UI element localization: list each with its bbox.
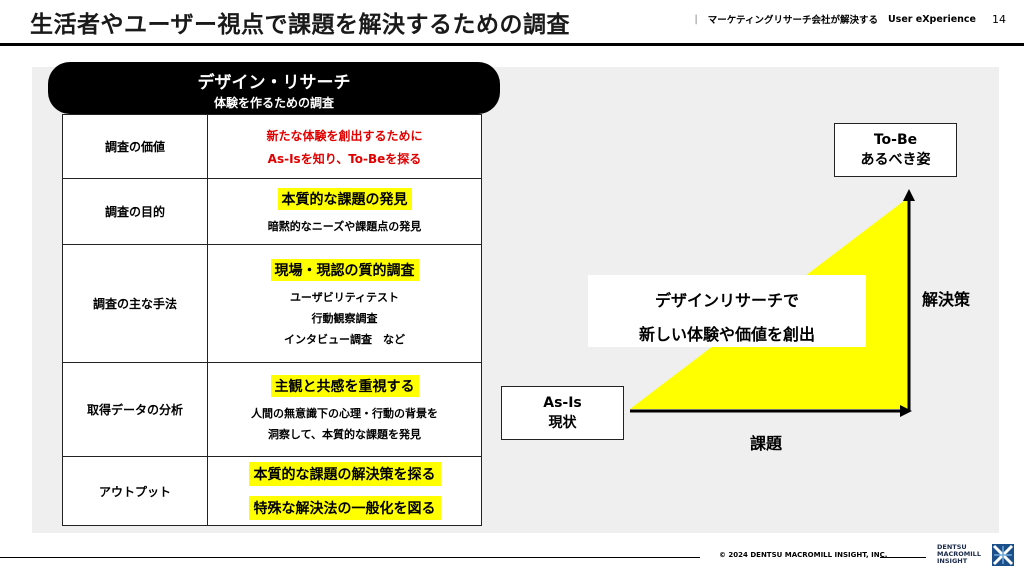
y-axis-label: 解決策: [922, 290, 971, 309]
page-title: 生活者やユーザー視点で課題を解決するための調査: [30, 12, 571, 38]
design-research-subtitle: 体験を作るための調査: [213, 96, 334, 110]
logo-line: MACROMILL: [937, 550, 981, 558]
logo-line: DENTSU: [937, 543, 967, 551]
row-label: 調査の主な手法: [62, 244, 208, 363]
row-label: 調査の目的: [62, 178, 208, 245]
value-line: 人間の無意識下の心理・行動の背景を: [251, 407, 438, 420]
value-line: 行動観察調査: [311, 311, 378, 325]
table-row: 調査の価値 新たな体験を創出するために As-Isを知り、To-Beを探る: [62, 114, 482, 179]
value-line: ユーザビリティテスト: [289, 290, 400, 304]
row-label: 取得データの分析: [62, 362, 208, 457]
asis-label: As-Is: [543, 395, 582, 411]
row-label: アウトプット: [62, 456, 208, 526]
design-research-header: デザイン・リサーチ 体験を作るための調査: [48, 62, 500, 114]
tobe-sublabel: あるべき姿: [860, 152, 931, 168]
value-line: As-Isを知り、To-Beを探る: [267, 151, 422, 166]
table-row: 調査の目的 本質的な課題の発見 暗黙的なニーズや課題点の発見: [62, 178, 482, 245]
x-axis-label: 課題: [750, 434, 783, 453]
value-line: 暗黙的なニーズや課題点の発見: [267, 219, 422, 233]
center-line-2: 新しい体験や価値を創出: [638, 325, 815, 344]
value-highlight: 特殊な解決法の一般化を図る: [248, 496, 441, 520]
row-value: 主観と共感を重視する 人間の無意識下の心理・行動の背景を 洞察して、本質的な課題…: [207, 362, 482, 457]
header-subtitle: マーケティングリサーチ会社が解決する: [707, 15, 878, 26]
header-separator: |: [694, 13, 698, 25]
value-highlight: 本質的な課題の発見: [277, 187, 412, 210]
footer-rule-left: [0, 557, 700, 558]
header-rule: [0, 43, 1024, 46]
row-value: 現場・現認の質的調査 ユーザビリティテスト 行動観察調査 インタビュー調査 など: [207, 244, 482, 363]
table-row: アウトプット 本質的な課題の解決策を探る 特殊な解決法の一般化を図る: [62, 456, 482, 526]
company-logo-text: DENTSU MACROMILL INSIGHT: [937, 544, 981, 565]
footer-rule-right: [880, 557, 926, 558]
design-research-title: デザイン・リサーチ: [197, 73, 351, 93]
copyright-text: © 2024 DENTSU MACROMILL INSIGHT, INC.: [719, 551, 888, 559]
tobe-label: To-Be: [873, 132, 918, 148]
center-message: デザインリサーチで 新しい体験や価値を創出: [588, 275, 866, 347]
value-line: 新たな体験を創出するために: [266, 128, 423, 143]
y-axis-arrowhead: [903, 189, 915, 201]
page-number: 14: [992, 12, 1006, 26]
row-value: 本質的な課題の解決策を探る 特殊な解決法の一般化を図る: [207, 456, 482, 526]
header-meta: | マーケティングリサーチ会社が解決する User eXperience 14: [694, 12, 1007, 27]
value-highlight: 主観と共感を重視する: [270, 375, 419, 397]
research-table: 調査の価値 新たな体験を創出するために As-Isを知り、To-Beを探る 調査…: [62, 114, 482, 526]
table-row: 取得データの分析 主観と共感を重視する 人間の無意識下の心理・行動の背景を 洞察…: [62, 362, 482, 457]
header-brand: User eXperience: [887, 13, 976, 25]
value-highlight: 現場・現認の質的調査: [270, 258, 419, 281]
center-line-1: デザインリサーチで: [654, 291, 799, 310]
logo-line: INSIGHT: [937, 557, 968, 565]
row-value: 本質的な課題の発見 暗黙的なニーズや課題点の発見: [207, 178, 482, 245]
value-highlight: 本質的な課題の解決策を探る: [248, 462, 441, 486]
value-line: インタビュー調査 など: [284, 332, 405, 346]
asis-sublabel: 現状: [548, 415, 577, 431]
value-line: 洞察して、本質的な課題を発見: [267, 428, 422, 441]
tobe-box: To-Be あるべき姿: [834, 123, 957, 177]
asis-box: As-Is 現状: [501, 386, 624, 440]
table-row: 調査の主な手法 現場・現認の質的調査 ユーザビリティテスト 行動観察調査 インタ…: [62, 244, 482, 363]
row-label: 調査の価値: [62, 114, 208, 179]
row-value: 新たな体験を創出するために As-Isを知り、To-Beを探る: [207, 114, 482, 179]
x-axis-arrowhead: [900, 405, 912, 417]
company-logo-icon: [992, 544, 1014, 566]
